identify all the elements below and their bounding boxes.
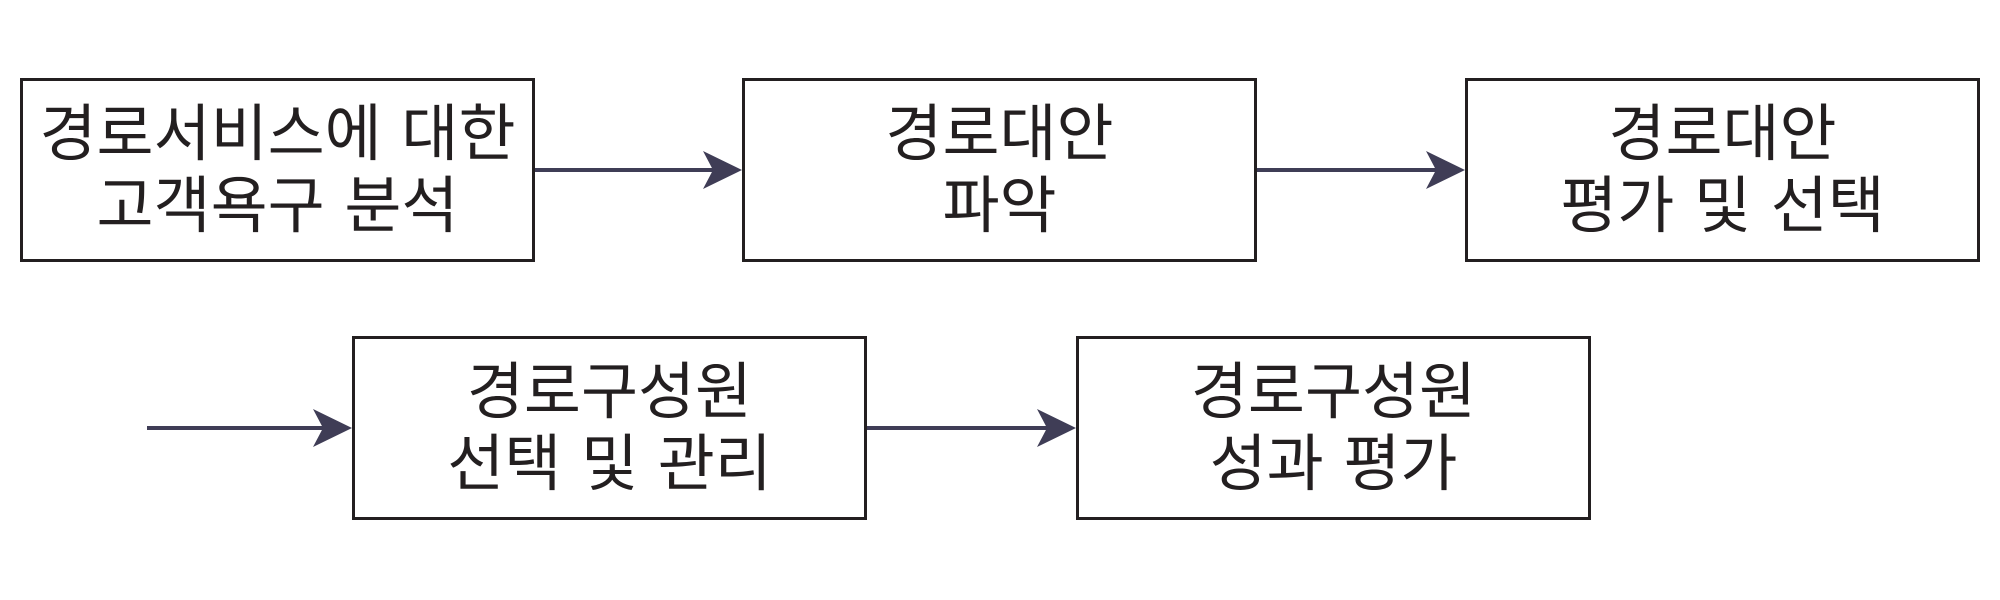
arrow-step4-to-step5 — [867, 409, 1076, 447]
step-4-line-1: 경로구성원 — [466, 355, 753, 428]
step-1-line-2: 고객욕구 분석 — [96, 169, 459, 242]
step-4-line-2: 선택 및 관리 — [447, 427, 772, 500]
arrow-continue-to-step4 — [147, 409, 352, 447]
step-3-line-1: 경로대안 — [1608, 97, 1837, 170]
step-3-box: 경로대안 평가 및 선택 — [1465, 78, 1980, 262]
step-1-box: 경로서비스에 대한 고객욕구 분석 — [20, 78, 535, 262]
arrow-step2-to-step3 — [1257, 151, 1465, 189]
step-2-line-1: 경로대안 — [885, 97, 1114, 170]
step-5-line-2: 성과 평가 — [1209, 427, 1458, 500]
step-4-box: 경로구성원 선택 및 관리 — [352, 336, 867, 520]
arrow-step1-to-step2 — [535, 151, 742, 189]
step-5-line-1: 경로구성원 — [1190, 355, 1477, 428]
step-2-box: 경로대안 파악 — [742, 78, 1257, 262]
step-5-box: 경로구성원 성과 평가 — [1076, 336, 1591, 520]
step-2-line-2: 파악 — [942, 169, 1057, 242]
step-3-line-2: 평가 및 선택 — [1560, 169, 1885, 242]
step-1-line-1: 경로서비스에 대한 — [39, 97, 516, 170]
